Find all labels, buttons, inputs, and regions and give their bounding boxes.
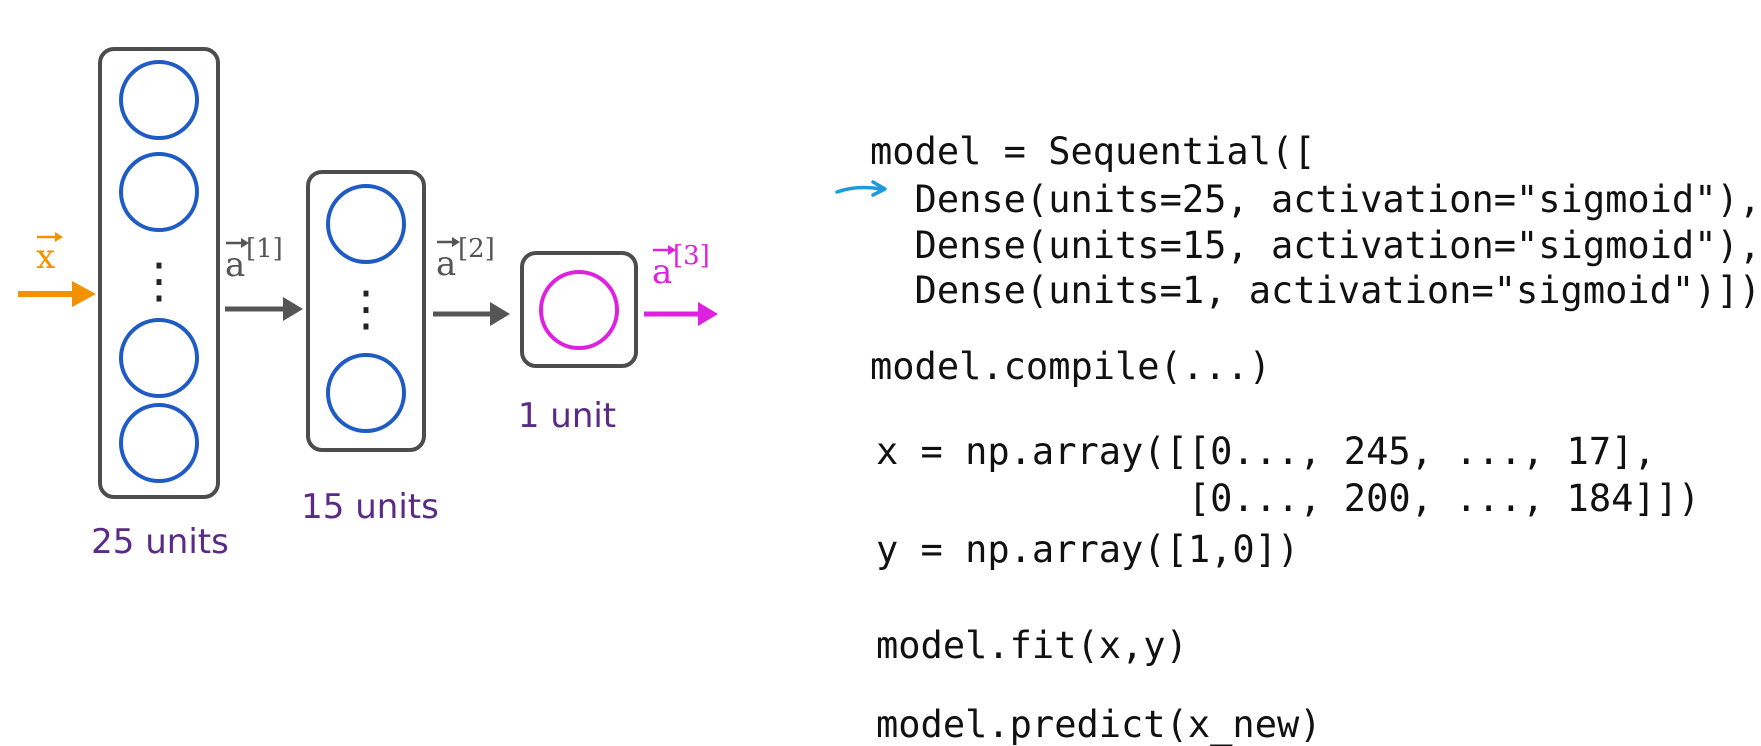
layer-3-units-label: 1 unit <box>518 396 616 436</box>
layer-2-units-label: 15 units <box>301 487 439 527</box>
neuron <box>119 60 199 140</box>
code-line-dense-25: Dense(units=25, activation="sigmoid"), <box>870 178 1761 221</box>
layer-1-units-label: 25 units <box>91 522 229 562</box>
code-block: model = Sequential([ Dense(units=25, act… <box>870 130 1761 746</box>
activation-label-3: a [3] <box>652 241 710 292</box>
activation-arrow-2 <box>433 302 510 326</box>
svg-text:a: a <box>436 244 456 284</box>
svg-text:[1]: [1] <box>246 234 283 264</box>
neuron <box>326 353 406 433</box>
code-line-x-array-1: x = np.array([[0..., 245, ..., 17], <box>876 430 1656 473</box>
layer-3-box <box>520 251 638 368</box>
vector-arrow-icon <box>37 232 63 242</box>
input-arrow <box>18 281 96 307</box>
layer-2-box: ⋮ <box>306 170 426 452</box>
ellipsis: ⋮ <box>342 281 390 337</box>
neuron <box>119 403 199 483</box>
svg-text:[3]: [3] <box>673 241 710 271</box>
code-line-y-array: y = np.array([1,0]) <box>876 528 1300 571</box>
vector-arrow-icon <box>226 238 249 248</box>
output-neuron <box>539 270 619 350</box>
layer-1-box: ⋮ <box>98 47 220 499</box>
output-arrow <box>644 302 718 326</box>
svg-text:a: a <box>225 245 245 285</box>
svg-text:[2]: [2] <box>458 234 495 264</box>
activation-label-1: a [1] <box>225 234 283 285</box>
activation-label-2: a [2] <box>436 234 495 284</box>
slide: x ⋮ 25 units a [1] <box>18 47 1761 746</box>
neuron <box>119 152 199 232</box>
code-line-compile: model.compile(...) <box>870 345 1271 388</box>
input-label-x: x <box>36 232 63 277</box>
vector-arrow-icon <box>653 245 676 255</box>
code-line-predict: model.predict(x_new) <box>876 703 1322 746</box>
ellipsis: ⋮ <box>135 253 183 309</box>
code-line-dense-15: Dense(units=15, activation="sigmoid"), <box>870 224 1761 267</box>
svg-text:x: x <box>36 237 55 277</box>
neural-network-diagram: x ⋮ 25 units a [1] <box>18 47 718 562</box>
neuron <box>326 184 406 264</box>
svg-text:a: a <box>652 252 672 292</box>
code-line-dense-1: Dense(units=1, activation="sigmoid")]) <box>870 269 1761 312</box>
code-line-model-sequential: model = Sequential([ <box>870 130 1316 173</box>
pointer-arrow-icon <box>835 180 887 197</box>
code-line-x-array-2: [0..., 200, ..., 184]]) <box>876 477 1701 520</box>
activation-arrow-1 <box>225 297 303 321</box>
code-line-fit: model.fit(x,y) <box>876 624 1188 667</box>
neuron <box>119 318 199 398</box>
vector-arrow-icon <box>437 237 460 247</box>
